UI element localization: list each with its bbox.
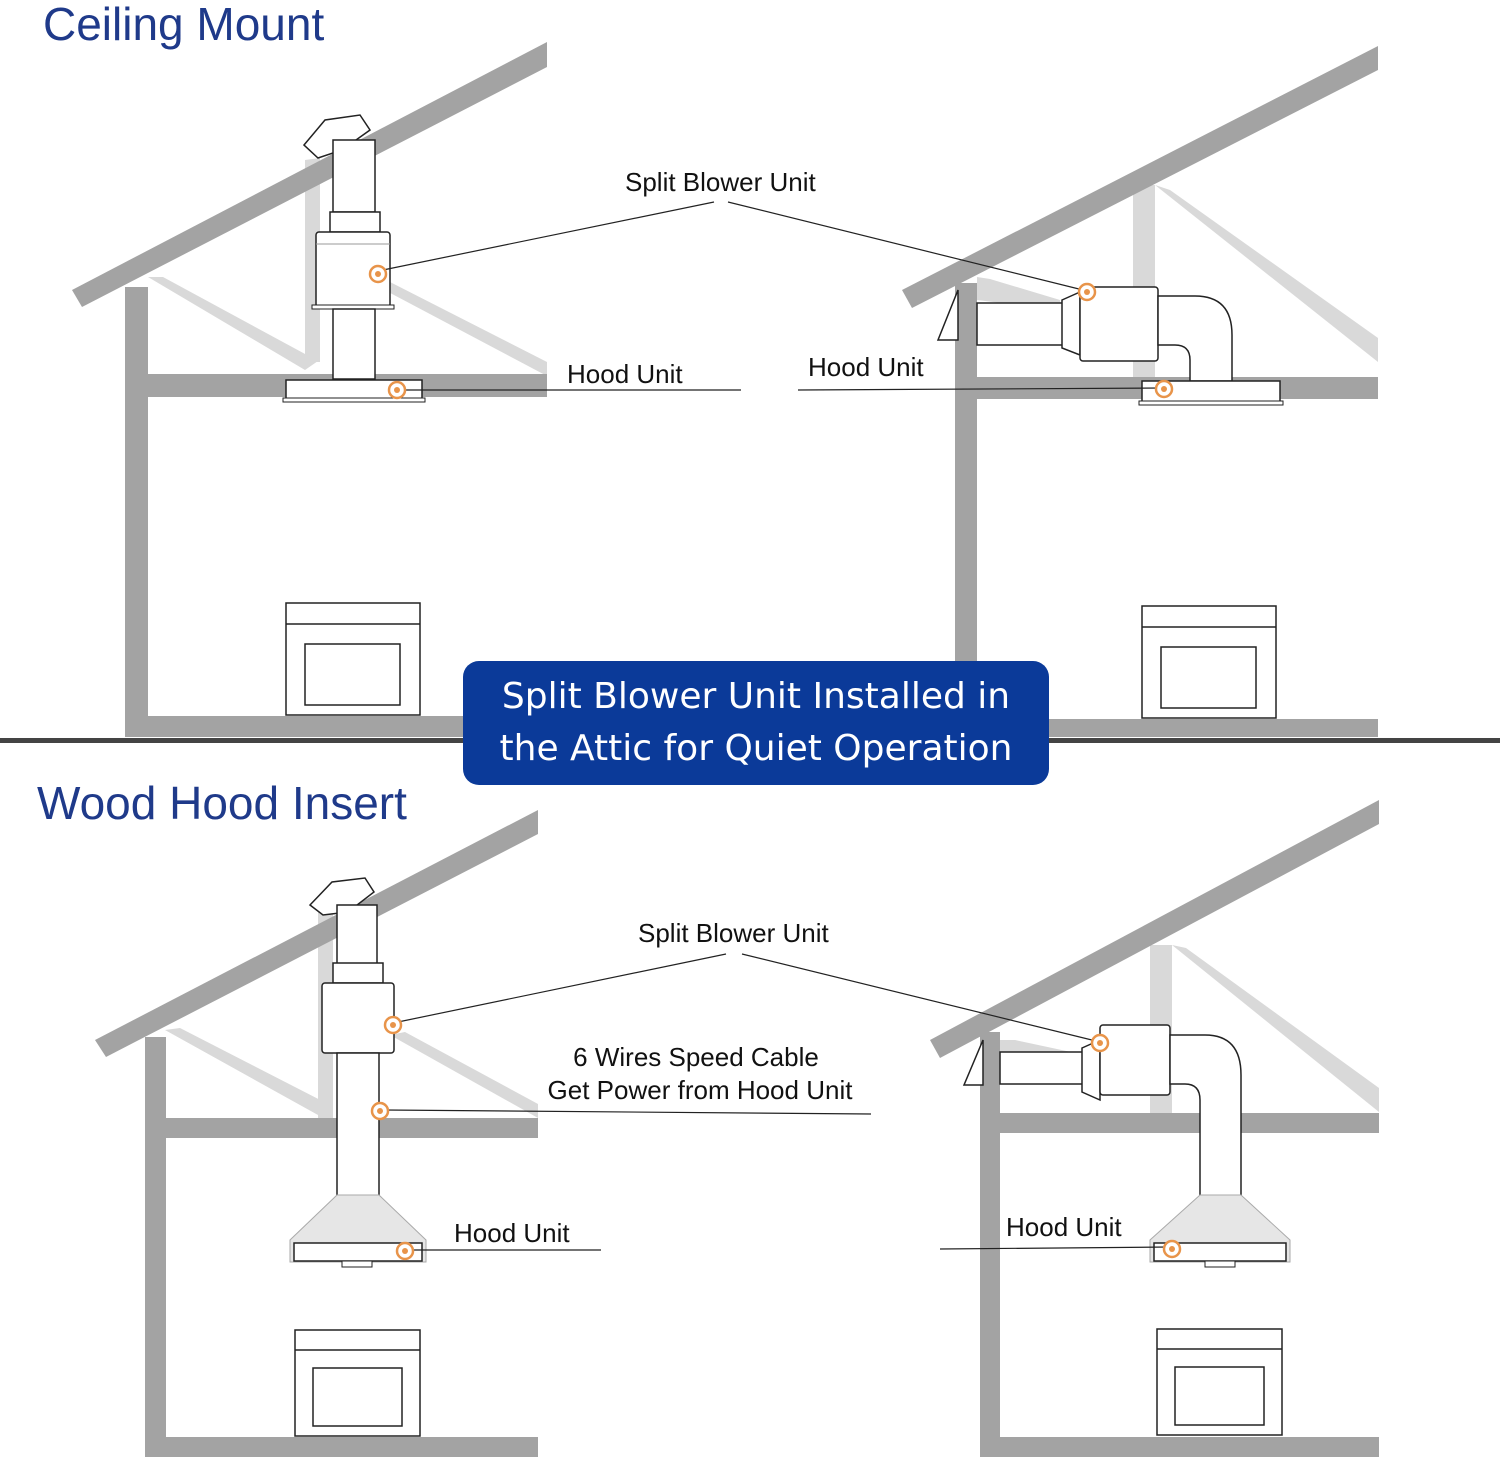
marker-hood-top-left [387, 380, 407, 400]
house-ceiling-mount-left [72, 42, 547, 737]
leader-lines [382, 201, 1171, 1251]
quiet-operation-banner: Split Blower Unit Installed in the Attic… [463, 661, 1049, 785]
banner-line1: Split Blower Unit Installed in [501, 676, 1011, 717]
label-split-blower-top: Split Blower Unit [625, 167, 816, 197]
label-hood-top-right: Hood Unit [808, 352, 924, 382]
marker-blower-bottom-right [1090, 1033, 1110, 1053]
label-hood-bottom-right: Hood Unit [1006, 1212, 1122, 1242]
label-speed-cable-line2: Get Power from Hood Unit [547, 1075, 853, 1105]
house-ceiling-mount-right [902, 46, 1378, 737]
marker-blower-top-right [1077, 282, 1097, 302]
callout-markers [368, 264, 1182, 1261]
label-speed-cable-line1: 6 Wires Speed Cable [573, 1042, 819, 1072]
marker-blower-bottom-left [383, 1015, 403, 1035]
marker-cable-bottom-left [370, 1101, 390, 1121]
label-hood-top-left: Hood Unit [567, 359, 683, 389]
house-wood-hood-right [930, 800, 1379, 1457]
label-hood-bottom-left: Hood Unit [454, 1218, 570, 1248]
banner-line2: the Attic for Quiet Operation [499, 728, 1013, 769]
section-title-wood-hood-insert: Wood Hood Insert [37, 777, 407, 829]
marker-hood-bottom-right [1162, 1239, 1182, 1259]
section-title-ceiling-mount: Ceiling Mount [43, 0, 325, 50]
house-wood-hood-left [95, 810, 538, 1457]
marker-hood-top-right [1154, 379, 1174, 399]
marker-hood-bottom-left [395, 1241, 415, 1261]
marker-blower-top-left [368, 264, 388, 284]
label-split-blower-bottom: Split Blower Unit [638, 918, 829, 948]
